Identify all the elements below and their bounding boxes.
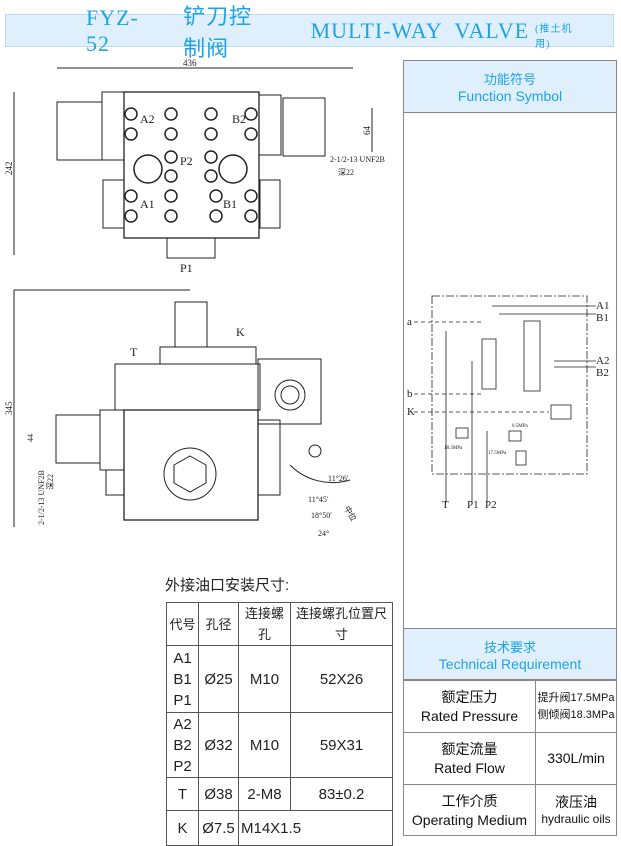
cell-dia: Ø32 — [198, 712, 239, 778]
row-en: Operating Medium — [411, 811, 528, 828]
table-header: 代号 孔径 连接螺孔 连接螺孔位置尺寸 — [166, 602, 393, 646]
right-panel: 功能符号 Function Symbol a b K A1 B1 A2 B2 T… — [403, 60, 617, 836]
port-P2: P2 — [180, 154, 193, 168]
port-B1: B1 — [223, 197, 237, 211]
tech-row-pressure: 额定压力 Rated Pressure 提升阀17.5MPa 侧倾阀18.3MPa — [404, 680, 616, 732]
cell-code: K — [166, 810, 199, 846]
pressure-17.5: 17.5MPa — [488, 451, 507, 456]
row-cn: 工作介质 — [441, 792, 498, 809]
depth-label: 深22 — [338, 168, 354, 177]
dim-height: 345 — [4, 401, 14, 415]
port-T: T — [130, 345, 138, 359]
ports-caption: 外接油口安装尺寸: — [165, 577, 290, 594]
title-sub: (推土机用) — [535, 23, 573, 50]
label-K: K — [407, 406, 415, 418]
label-B2: B2 — [596, 367, 609, 379]
cell-code: A2 B2 P2 — [166, 712, 199, 778]
table-row: A1 B1 P1 Ø25 M10 52X26 — [166, 645, 393, 713]
cell-code: A1 B1 P1 — [166, 645, 199, 713]
function-symbol-en: Function Symbol — [457, 88, 563, 104]
header-code: 代号 — [166, 602, 199, 646]
header-pos: 连接螺孔位置尺寸 — [290, 602, 393, 646]
label-T: T — [442, 499, 449, 511]
angle-2: 11°45′ — [308, 495, 329, 504]
port-A2: A2 — [140, 112, 155, 126]
thread-label: 2-1/2-13 UNF2B — [37, 470, 46, 525]
top-view-drawing: 436 242 64 2-1/2-13 UNF2B 深22 A2 B2 P2 A… — [4, 58, 385, 275]
port-A1: A1 — [140, 197, 155, 211]
dim-64: 64 — [362, 126, 372, 136]
cell-thread: M14X1.5 — [238, 810, 393, 846]
cell-pos: 83±0.2 — [290, 777, 393, 811]
cell-pos: 52X26 — [290, 645, 393, 713]
dim-height: 242 — [4, 162, 14, 176]
row-value: 液压油 — [555, 793, 597, 810]
function-symbol-header: 功能符号 Function Symbol — [404, 61, 616, 113]
label-A2: A2 — [596, 355, 609, 367]
label-P1: P1 — [467, 499, 479, 511]
function-symbol-cn: 功能符号 — [483, 72, 536, 87]
row-cn: 额定压力 — [441, 688, 498, 705]
title-cn: 铲刀控制阀 — [183, 3, 253, 61]
tech-en: Technical Requirement — [438, 655, 582, 672]
pressure-0.5: 0.5MPa — [512, 424, 528, 429]
model-number: FYZ-52 — [86, 4, 139, 56]
cell-dia: Ø38 — [198, 777, 239, 811]
angle-1: 11°26′ — [328, 474, 349, 483]
page-title: FYZ-52 铲刀控制阀 MULTI-WAY VALVE (推土机用) — [5, 4, 614, 61]
cell-thread: M10 — [238, 712, 291, 778]
row-en: Rated Flow — [434, 759, 505, 776]
ports-table: 代号 孔径 连接螺孔 连接螺孔位置尺寸 A1 B1 P1 Ø25 M10 52X… — [166, 602, 393, 846]
depth-label: 深22 — [46, 474, 55, 490]
table-row: K Ø7.5 M14X1.5 — [166, 810, 393, 846]
port-K: K — [236, 325, 245, 339]
thread-label: 2-1/2-13 UNF2B — [330, 155, 385, 164]
title-en: MULTI-WAY VALVE — [310, 17, 530, 43]
neutral-label: 中位 — [342, 504, 359, 523]
angle-4: 24° — [318, 529, 329, 538]
port-P1: P1 — [180, 261, 193, 275]
table-row: T Ø38 2-M8 83±0.2 — [166, 777, 393, 811]
dim-width: 436 — [183, 58, 197, 68]
cell-thread: M10 — [238, 645, 291, 713]
cell-dia: Ø7.5 — [198, 810, 239, 846]
tech-cn: 技术要求 — [483, 639, 536, 655]
hydraulic-schematic: a b K A1 B1 A2 B2 T P1 P2 0.5MPa 18.3MPa… — [407, 295, 609, 511]
port-B2: B2 — [232, 112, 246, 126]
row-value: hydraulic oils — [541, 811, 611, 826]
row-value: 提升阀17.5MPa — [537, 691, 615, 704]
label-A1: A1 — [596, 300, 609, 312]
label-b: b — [407, 388, 413, 400]
row-value: 侧倾阀18.3MPa — [537, 708, 615, 721]
label-B1: B1 — [596, 312, 609, 324]
tech-requirement-header: 技术要求 Technical Requirement — [404, 628, 616, 680]
row-cn: 额定流量 — [441, 740, 498, 757]
row-en: Rated Pressure — [420, 707, 519, 724]
label-a: a — [407, 316, 412, 328]
header-thread: 连接螺孔 — [238, 602, 291, 646]
cell-code: T — [166, 777, 199, 811]
cell-pos: 59X31 — [290, 712, 393, 778]
angle-3: 18°50′ — [311, 511, 332, 520]
row-value: 330L/min — [547, 750, 605, 766]
pressure-18.3: 18.3MPa — [444, 446, 463, 451]
dim-44: 44 — [26, 434, 35, 442]
tech-row-flow: 额定流量 Rated Flow 330L/min — [404, 732, 616, 784]
header-dia: 孔径 — [198, 602, 239, 646]
cell-dia: Ø25 — [198, 645, 239, 713]
cell-thread: 2-M8 — [238, 777, 291, 811]
side-view-drawing: 345 T K 44 2-1/2-13 UNF2B 深22 11°26′ 11°… — [4, 289, 359, 538]
table-row: A2 B2 P2 Ø32 M10 59X31 — [166, 712, 393, 778]
label-P2: P2 — [485, 499, 497, 511]
